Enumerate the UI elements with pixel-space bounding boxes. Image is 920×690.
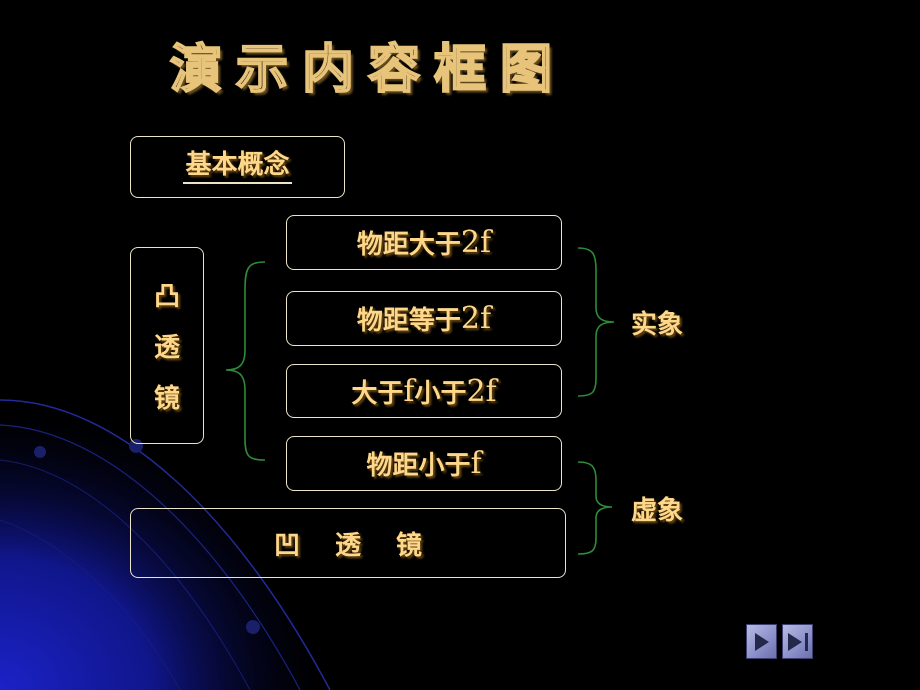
case-value: 2f <box>460 301 492 336</box>
next-slide-button[interactable] <box>746 624 777 659</box>
case-label: 物距等于 <box>356 306 461 336</box>
case-value: f <box>470 446 482 481</box>
real-image-bracket <box>577 247 615 397</box>
case-value: 2f <box>460 225 492 260</box>
skip-to-end-icon <box>788 633 802 651</box>
virtual-image-label: 虚象 <box>631 496 684 526</box>
convex-lens-char: 透 <box>153 333 180 363</box>
case-value: 2f <box>466 373 497 409</box>
basic-concept-box[interactable]: 基本概念 <box>130 136 345 198</box>
last-slide-button[interactable] <box>782 624 813 659</box>
play-next-icon <box>755 633 769 651</box>
basic-concept-label: 基本概念 <box>183 150 292 184</box>
case-label: 物距小于 <box>366 451 471 481</box>
concave-lens-box[interactable]: 凹 透 镜 <box>130 508 566 578</box>
convex-lens-char: 凸 <box>153 282 180 312</box>
case-value: f <box>403 373 415 409</box>
convex-lens-box[interactable]: 凸 透 镜 <box>130 247 204 444</box>
real-image-label: 实象 <box>631 310 684 340</box>
case-label: 物距大于 <box>356 230 461 260</box>
page-title: 演示内容框图 <box>169 39 567 101</box>
convex-cases-bracket <box>225 261 266 461</box>
virtual-image-bracket <box>577 461 613 555</box>
convex-lens-char: 镜 <box>153 384 180 414</box>
concave-lens-label: 凹 透 镜 <box>273 530 423 561</box>
case-label: 大于 <box>351 378 404 409</box>
case-label: 小于 <box>414 378 467 409</box>
